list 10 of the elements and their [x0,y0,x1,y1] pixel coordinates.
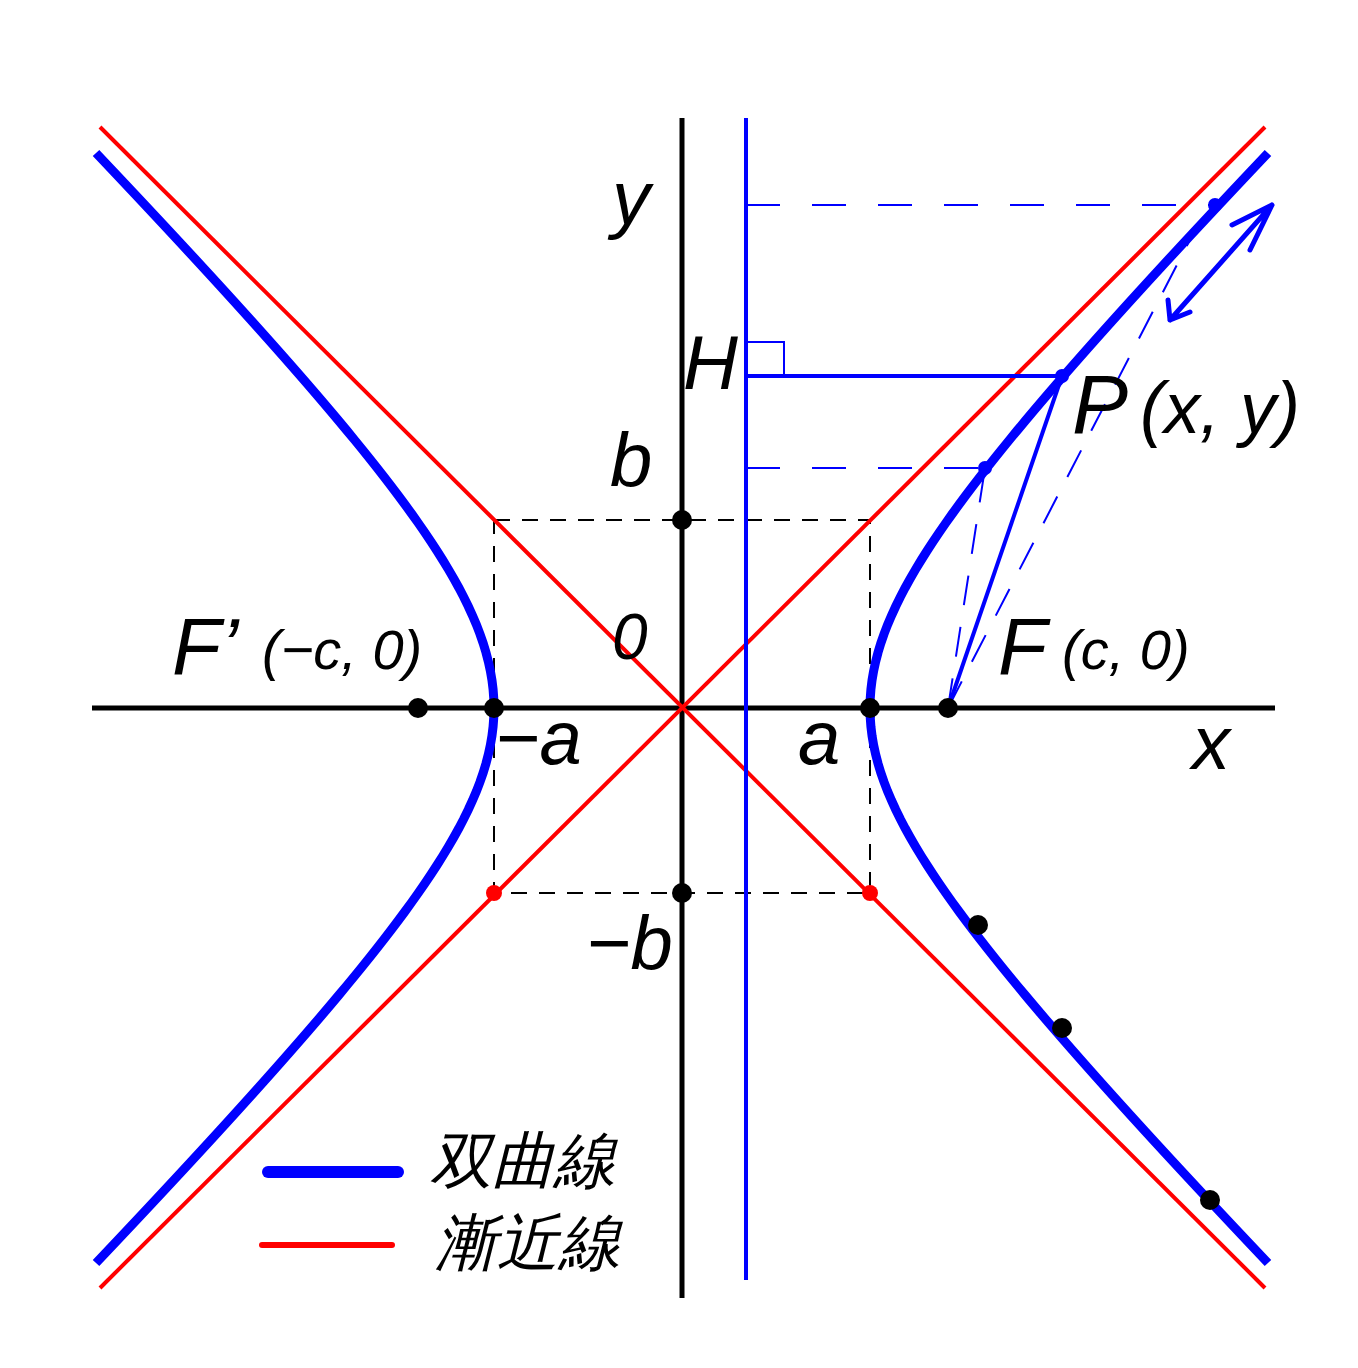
axis-label: −b [586,905,673,981]
axis-label: P [1072,362,1129,446]
axis-label: a [798,700,841,776]
axis-label: 0 [612,605,648,669]
axis-label: F’ [172,607,239,687]
axis-label: b [610,422,653,498]
legend-text: 双曲線 [430,1130,616,1192]
axis-label: −a [495,700,582,776]
axis-label: H [683,325,738,401]
legend-text: 漸近線 [435,1212,621,1274]
